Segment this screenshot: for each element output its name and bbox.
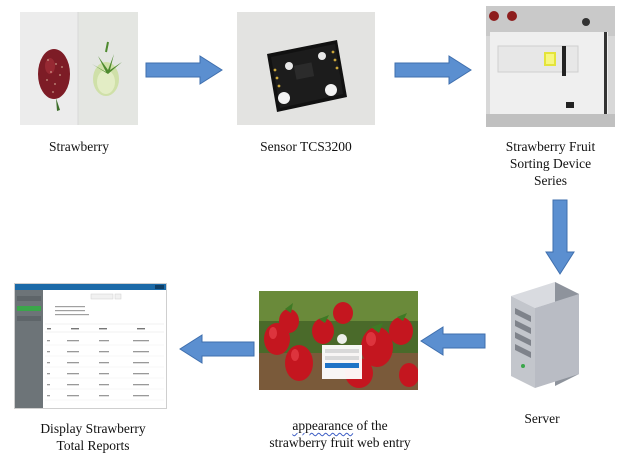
sorting-device-image	[486, 6, 615, 127]
reports-app-screenshot	[14, 283, 167, 409]
reports-label-line1: Display Strawberry	[40, 421, 146, 436]
arrow-sensor-to-device	[394, 55, 472, 85]
reports-app-image	[15, 284, 166, 408]
arrow-strawberry-to-sensor	[145, 55, 223, 85]
server-tower-icon	[503, 278, 585, 390]
arrow-web-to-reports	[179, 334, 255, 364]
arrow-server-to-web	[420, 326, 486, 356]
device-label-line2: Sorting Device	[509, 156, 592, 171]
sensor-board-image	[237, 12, 375, 125]
web-entry-label-line1: appearance of the	[252, 417, 428, 434]
strawberry-label: Strawberry	[49, 139, 109, 154]
arrow-icon	[145, 55, 223, 85]
sensor-label: Sensor TCS3200	[260, 139, 352, 154]
arrow-icon	[394, 55, 472, 85]
arrow-device-to-server	[545, 199, 575, 275]
strawberry-image	[20, 12, 138, 125]
device-label-line1: Strawberry Fruit	[505, 139, 596, 154]
arrow-icon	[179, 334, 255, 364]
device-label: Strawberry Fruit Sorting Device Series	[482, 138, 619, 189]
web-entry-image	[259, 291, 418, 390]
strawberry-photo	[20, 12, 138, 125]
web-entry-screenshot	[259, 291, 418, 390]
device-label-line3: Series	[534, 173, 567, 188]
web-entry-label: appearance of the strawberry fruit web e…	[252, 417, 428, 451]
server-label: Server	[524, 411, 560, 426]
arrow-icon	[545, 199, 575, 275]
reports-label: Display Strawberry Total Reports	[20, 420, 166, 454]
reports-label-line2: Total Reports	[56, 438, 130, 453]
arrow-icon	[420, 326, 486, 356]
sensor-tcs3200-photo	[237, 12, 375, 125]
web-entry-label-line1-rest: of the	[353, 418, 388, 433]
web-entry-label-line2: strawberry fruit web entry	[269, 435, 411, 450]
sorting-device-photo	[486, 6, 615, 127]
web-entry-label-underlined-word: appearance	[292, 418, 354, 433]
